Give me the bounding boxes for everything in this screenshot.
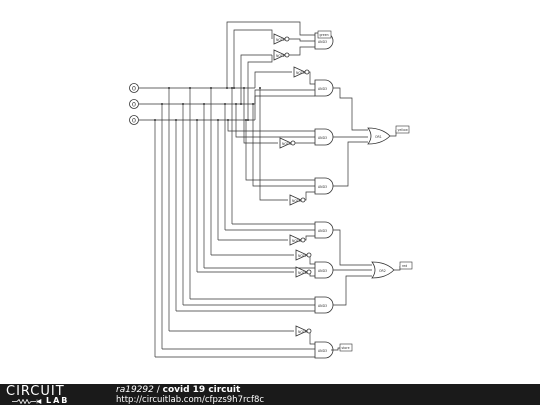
output-label[interactable]: store [339,343,353,352]
not-gate[interactable]: NOT3 [293,66,310,78]
input-node[interactable]: 0 [129,83,139,93]
svg-text:AND3: AND3 [318,269,327,273]
not-gate[interactable]: NOT8 [295,266,312,278]
and-gate[interactable]: AND3 [314,177,334,195]
output-label[interactable]: green [317,30,332,39]
not-gate[interactable]: NOT2 [273,49,290,61]
circuit-url[interactable]: http://circuitlab.com/cfpzs9h7rcf8c [116,395,265,405]
svg-text:AND3: AND3 [318,304,327,308]
resistor-icon [12,399,42,404]
svg-text:AND3: AND3 [318,40,327,44]
not-gate[interactable]: NOT6 [289,234,306,246]
not-gate[interactable]: NOT9 [295,325,312,337]
svg-text:NOT2: NOT2 [276,54,285,58]
footer-bar: CIRCUIT LAB ra19292 / covid 19 circuit h… [0,384,540,405]
and-gate[interactable]: AND3 [314,296,334,314]
svg-text:NOT4: NOT4 [282,142,291,146]
svg-text:AND3: AND3 [318,87,327,91]
svg-text:NOT9: NOT9 [298,330,307,334]
svg-text:yellow: yellow [398,128,409,132]
svg-text:OR1: OR1 [375,135,382,139]
author-name[interactable]: ra19292 [116,385,154,395]
svg-text:green: green [320,33,329,37]
input-node[interactable]: 0 [129,115,139,125]
and-gate[interactable]: AND3 [314,341,334,359]
svg-text:0: 0 [132,117,136,125]
title-separator: / [153,385,163,395]
svg-text:AND3: AND3 [318,229,327,233]
svg-text:NOT7: NOT7 [298,254,307,258]
svg-text:NOT8: NOT8 [298,271,307,275]
circuit-title: ra19292 / covid 19 circuit [116,385,240,395]
circuit-schematic: 0 0 0 NOT1 NOT2 AND3 NOT3 AND3 NOT4 AND3 [129,21,413,359]
not-gate[interactable]: NOT4 [279,137,296,149]
svg-text:store: store [342,346,350,350]
svg-text:NOT6: NOT6 [292,239,301,243]
svg-text:AND3: AND3 [318,136,327,140]
svg-text:NOT5: NOT5 [292,199,301,203]
not-gate[interactable]: NOT5 [289,194,306,206]
svg-text:NOT3: NOT3 [296,71,305,75]
and-gate[interactable]: AND3 [314,128,334,146]
svg-text:0: 0 [132,101,136,109]
circuit-name[interactable]: covid 19 circuit [162,385,241,395]
and-gate[interactable]: AND3 [314,32,334,50]
not-gate[interactable]: NOT7 [295,249,312,261]
svg-text:NOT1: NOT1 [276,38,285,42]
or-gate[interactable]: OR2 [371,261,395,279]
svg-text:AND3: AND3 [318,185,327,189]
output-label[interactable]: red [399,261,413,270]
wires [139,21,401,358]
output-label[interactable]: yellow [395,125,410,134]
svg-text:OR2: OR2 [379,269,386,273]
svg-text:0: 0 [132,85,136,93]
svg-text:red: red [402,264,407,268]
and-gate[interactable]: AND3 [314,221,334,239]
and-gate[interactable]: AND3 [314,261,334,279]
or-gate[interactable]: OR1 [367,127,391,145]
not-gate[interactable]: NOT1 [273,33,290,45]
circuitlab-logo[interactable]: CIRCUIT LAB [6,384,92,405]
svg-text:AND3: AND3 [318,349,327,353]
logo-text: CIRCUIT [6,384,65,399]
wire-junctions [154,87,261,121]
logo-subtext: LAB [46,396,70,405]
and-gate[interactable]: AND3 [314,79,334,97]
input-node[interactable]: 0 [129,99,139,109]
